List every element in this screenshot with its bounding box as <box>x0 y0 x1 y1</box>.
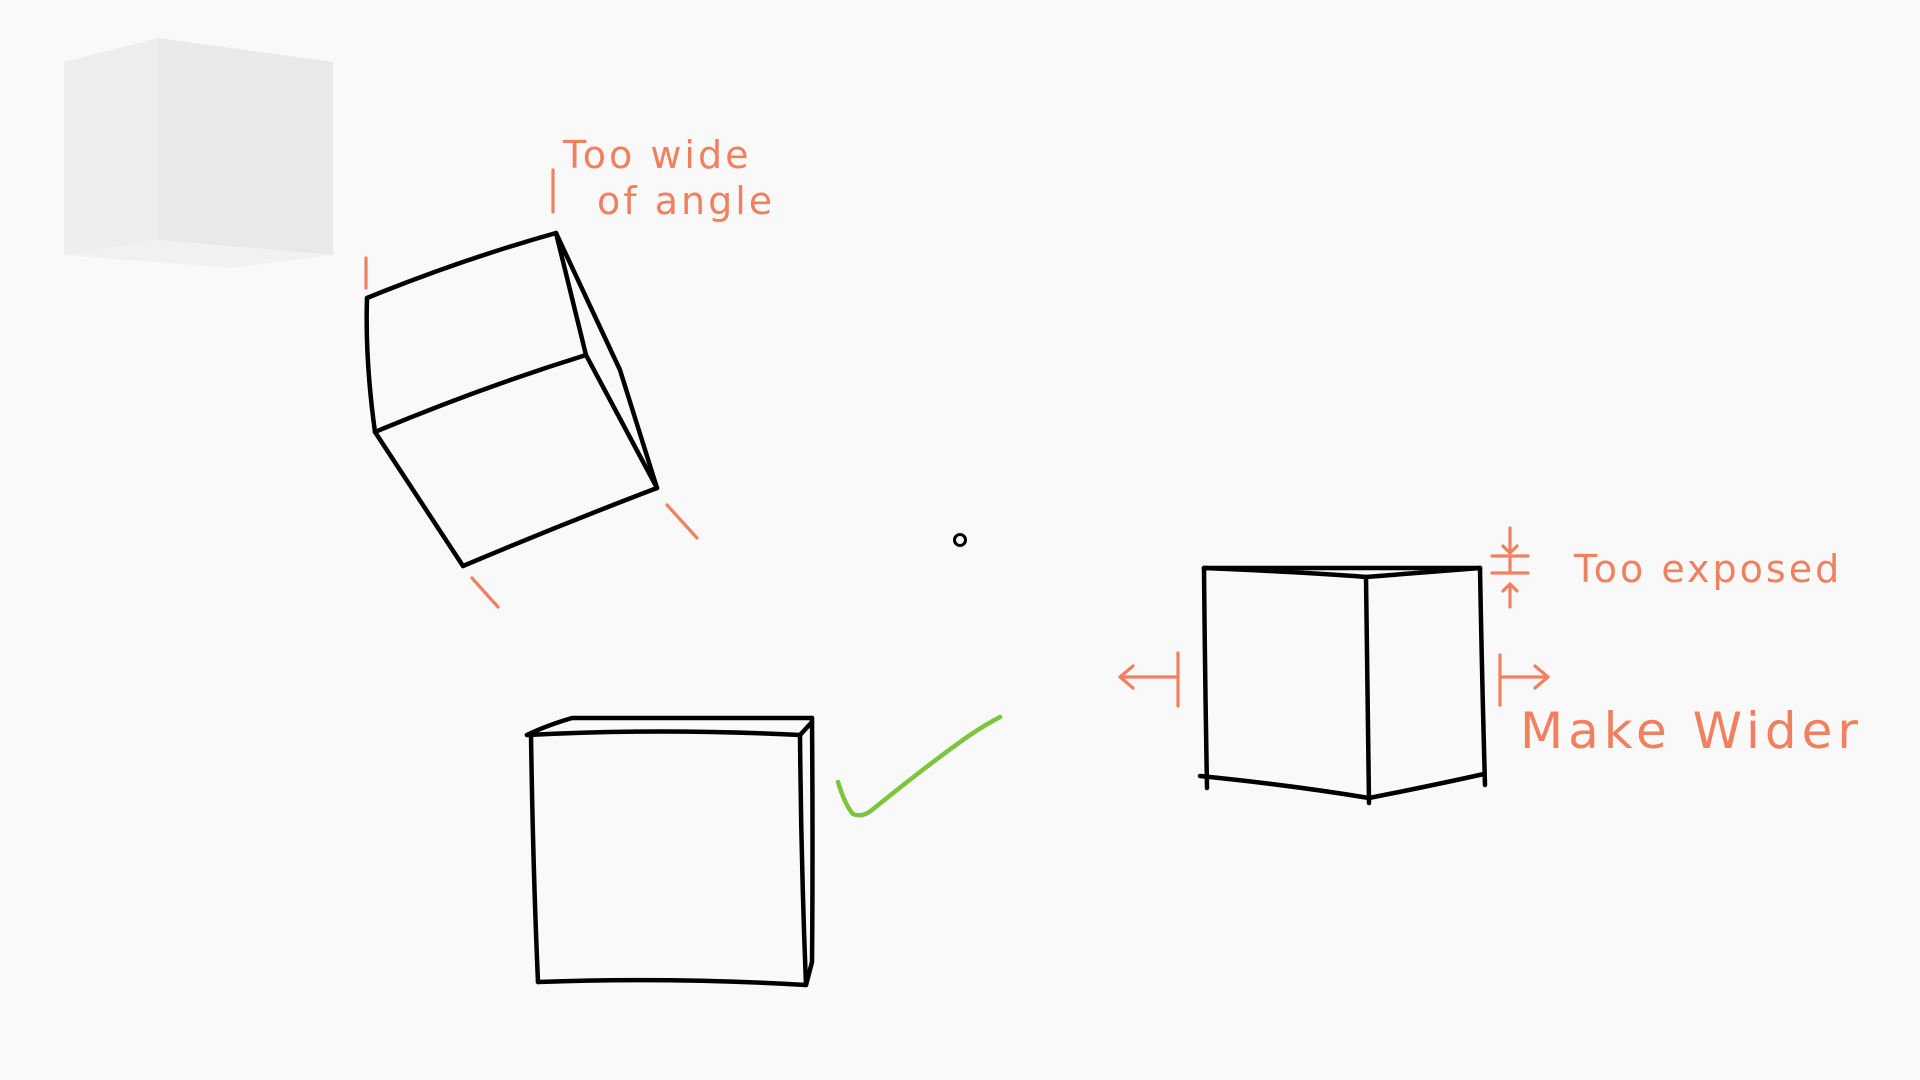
tilted-cube-front-vertical <box>553 230 589 358</box>
up-arrow-icon <box>1501 582 1519 609</box>
exposed-cube-right <box>1477 565 1488 788</box>
reference-cube-left-face <box>64 38 158 255</box>
too-exposed-label: Too exposed <box>1573 547 1842 591</box>
dot-icon <box>953 533 967 547</box>
approved-cube-bottom <box>535 977 809 988</box>
tilted-cube-bottom-edge <box>460 485 660 569</box>
down-arrow-icon <box>1501 526 1519 555</box>
exposed-cube-bottom <box>1197 771 1487 801</box>
exposed-cube-middle <box>1363 574 1372 806</box>
reference-cube-right-face <box>158 38 333 255</box>
checkmark-icon <box>835 714 1003 818</box>
too-wide-line1: Too wide <box>562 133 751 177</box>
approved-cube <box>524 715 815 988</box>
too-wide-annotation: Too wide of angle <box>562 133 775 223</box>
tilted-cube-side-inner <box>583 352 660 491</box>
reference-cube-bottom-face <box>64 240 333 268</box>
tilted-cube-side-outer <box>553 230 660 491</box>
tilted-cube-left-edge <box>364 295 378 435</box>
left-arrow-icon <box>1118 651 1180 708</box>
approved-cube-top-front <box>524 719 815 738</box>
make-wider-label: Make Wider <box>1520 702 1863 760</box>
tilted-cube <box>364 230 660 569</box>
make-wider-arrows <box>1118 651 1550 708</box>
tilted-cube-top-edge <box>364 230 559 301</box>
right-arrow-icon <box>1498 653 1550 707</box>
tick-mark <box>470 576 500 609</box>
approved-cube-front-right <box>797 732 809 988</box>
reference-cube <box>64 38 333 268</box>
too-wide-line2: of angle <box>597 179 775 223</box>
approved-cube-left <box>528 732 541 985</box>
too-exposed-markers <box>1490 526 1530 609</box>
tilted-cube-lower-left-edge <box>372 429 466 569</box>
tick-mark <box>665 503 699 540</box>
approved-cube-back-right <box>803 715 815 988</box>
tilted-cube-middle-edge <box>372 352 589 435</box>
exposed-cube-left <box>1201 565 1210 791</box>
exposed-cube <box>1197 565 1488 806</box>
tilted-cube-ticks <box>364 168 699 609</box>
